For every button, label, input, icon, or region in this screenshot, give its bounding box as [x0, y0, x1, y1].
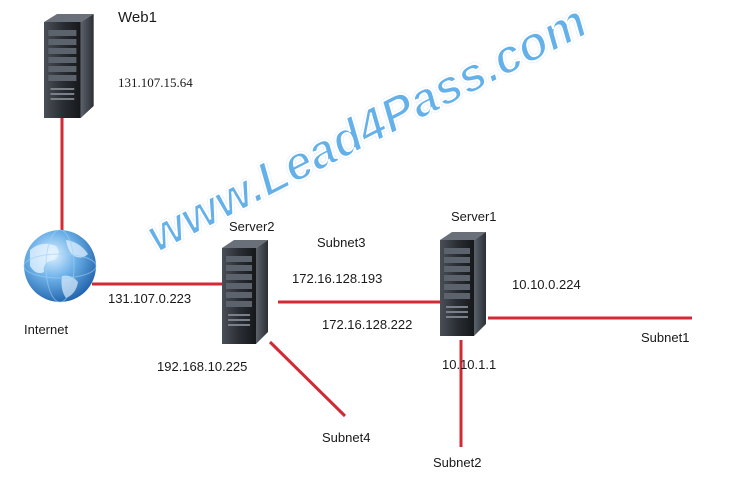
- server1-ip-subnet1-label: 10.10.0.224: [512, 277, 581, 292]
- web1-label: Web1: [118, 9, 157, 26]
- web1-ip-label: 131.107.15.64: [118, 75, 193, 90]
- server2-ip-subnet4-label: 192.168.10.225: [157, 359, 248, 374]
- internet-globe-icon: [23, 229, 97, 303]
- server2-ip-subnet3-label: 172.16.128.193: [292, 271, 383, 286]
- subnet4-label: Subnet4: [322, 430, 371, 445]
- subnet1-label: Subnet1: [641, 330, 690, 345]
- link-server2-subnet4: [268, 340, 347, 418]
- server2-ip-internet-label: 131.107.0.223: [108, 291, 192, 306]
- server1-ip-subnet2-label: 10.10.1.1: [442, 357, 497, 372]
- server2-label: Server2: [229, 219, 275, 234]
- server1-label: Server1: [451, 209, 497, 224]
- internet-label: Internet: [24, 322, 69, 337]
- server1-server-icon: [440, 232, 486, 336]
- server2-server-icon: [222, 240, 268, 344]
- server1-ip-subnet3-label: 172.16.128.222: [322, 317, 413, 332]
- web1-server-icon: [44, 14, 94, 118]
- subnet3-label: Subnet3: [317, 235, 366, 250]
- subnet2-label: Subnet2: [433, 455, 482, 470]
